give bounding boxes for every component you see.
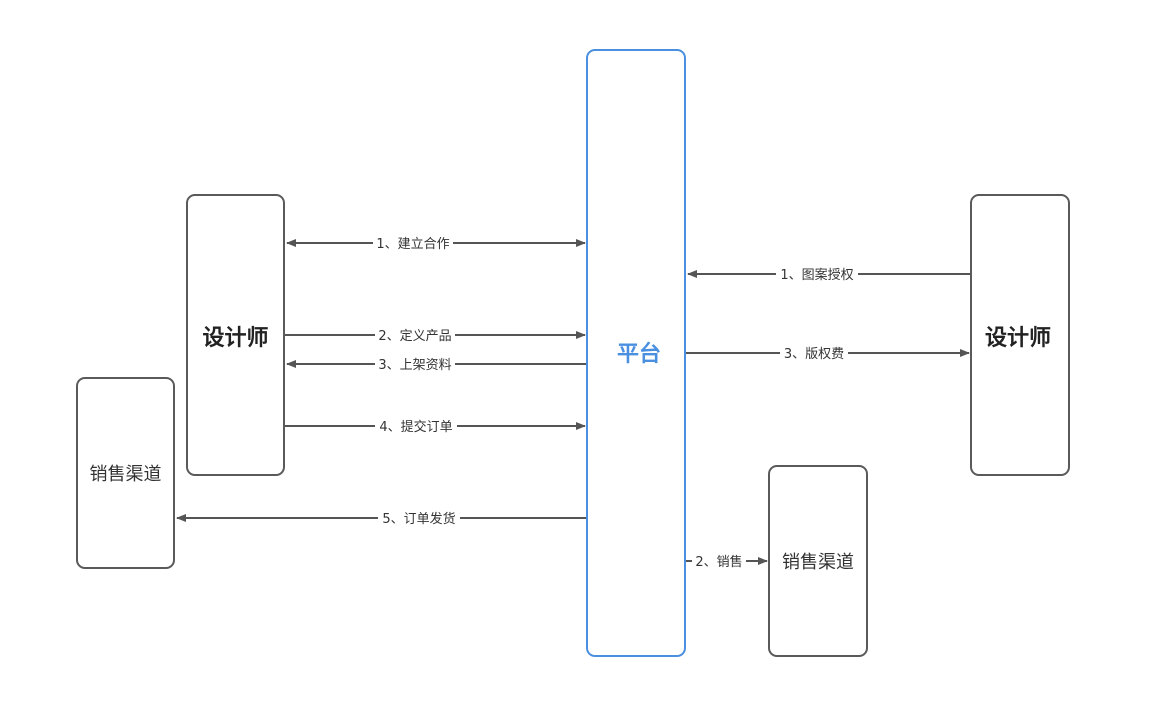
edge-submit-order: 4、提交订单 [285, 417, 586, 435]
edge-label-build-cooperation: 1、建立合作 [376, 237, 449, 252]
edge-label-define-product: 2、定义产品 [378, 329, 451, 344]
sales-left-label: 销售渠道 [90, 464, 162, 485]
edge-label-submit-order: 4、提交订单 [379, 419, 452, 435]
edge-copyright-fee: 3、版权费 [686, 344, 970, 362]
edge-label-copyright-fee: 3、版权费 [784, 346, 844, 362]
edge-label-pattern-license: 1、图案授权 [780, 267, 853, 283]
designer-right-label: 设计师 [985, 325, 1051, 351]
edge-listing-material: 3、上架资料 [286, 355, 586, 373]
designer-left-label: 设计师 [202, 325, 268, 351]
edge-sales: 2、销售 [686, 552, 768, 570]
platform-node: 平台 [586, 49, 686, 657]
edge-order-ship: 5、订单发货 [176, 509, 586, 527]
edge-pattern-license: 1、图案授权 [687, 265, 970, 283]
edge-build-cooperation: 1、建立合作 [286, 234, 586, 252]
edge-label-listing-material: 3、上架资料 [378, 358, 451, 373]
sales-left-node: 销售渠道 [76, 377, 175, 569]
edge-define-product: 2、定义产品 [285, 326, 586, 344]
sales-right-node: 销售渠道 [768, 465, 868, 657]
platform-label: 平台 [617, 341, 661, 367]
edge-label-order-ship: 5、订单发货 [382, 511, 455, 527]
sales-right-label: 销售渠道 [782, 552, 854, 573]
designer-left-node: 设计师 [186, 194, 285, 476]
edge-label-sales: 2、销售 [695, 554, 742, 570]
designer-right-node: 设计师 [970, 194, 1070, 476]
